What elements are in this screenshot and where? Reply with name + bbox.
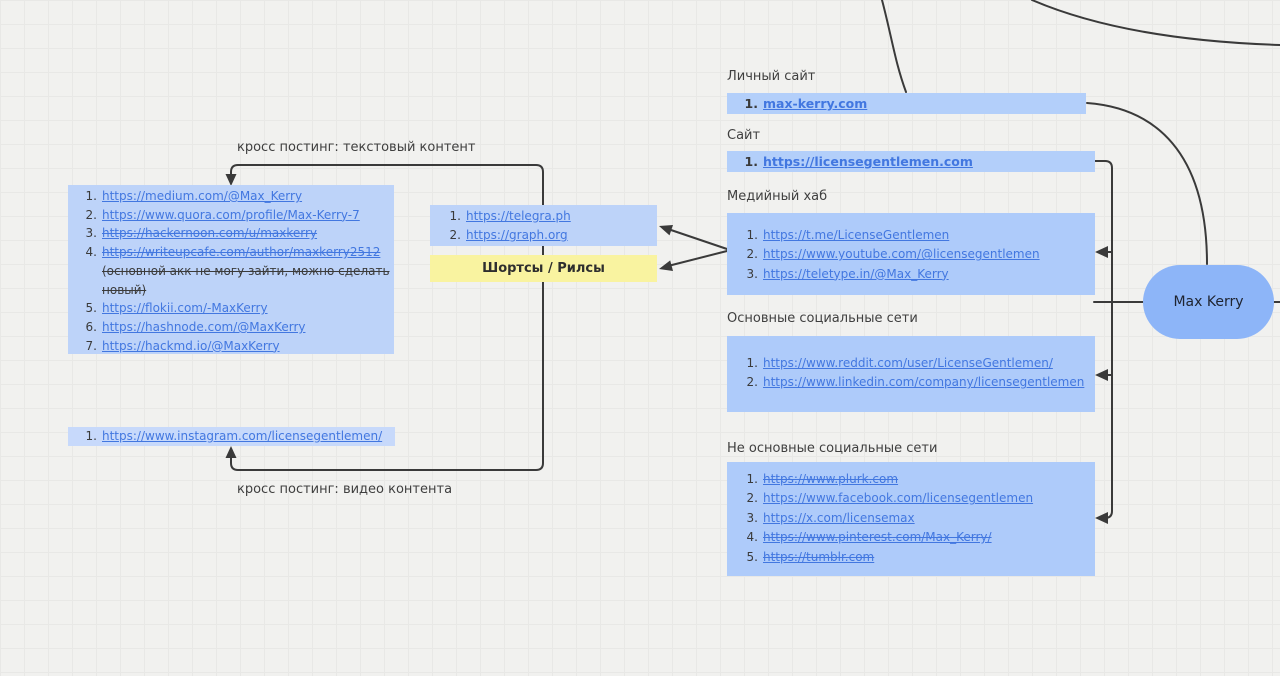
- instagram-box[interactable]: 1. https://www.instagram.com/licensegent…: [68, 427, 395, 446]
- item-number: 1.: [746, 472, 758, 486]
- link-writeupcafe[interactable]: https://writeupcafe.com/author/maxkerry2…: [102, 245, 381, 260]
- link-pinterest[interactable]: https://www.pinterest.com/Max_Kerry/: [763, 530, 992, 545]
- item-number: 1.: [746, 228, 758, 242]
- link-x-twitter[interactable]: https://x.com/licensemax: [763, 510, 915, 525]
- link-quora[interactable]: https://www.quora.com/profile/Max-Kerry-…: [102, 207, 360, 222]
- item-number: 2.: [746, 375, 758, 390]
- item-number: 3.: [746, 510, 758, 525]
- list-item: 5. https://tumblr.com: [741, 548, 1095, 567]
- connector-hub-to-shorts[interactable]: [659, 250, 728, 271]
- item-number: 1.: [449, 209, 461, 223]
- link-reddit[interactable]: https://www.reddit.com/user/LicenseGentl…: [763, 356, 1053, 370]
- list-item: 4. https://writeupcafe.com/author/maxker…: [80, 243, 394, 299]
- link-hackmd[interactable]: https://hackmd.io/@MaxKerry: [102, 338, 280, 353]
- link-telegraph[interactable]: https://telegra.ph: [466, 209, 571, 223]
- list-item: 1. https://licensegentlemen.com: [741, 151, 1095, 172]
- link-hackernoon[interactable]: https://hackernoon.com/u/maxkerry: [102, 226, 318, 241]
- link-youtube[interactable]: https://www.youtube.com/@licensegentleme…: [763, 247, 1040, 262]
- link-instagram[interactable]: https://www.instagram.com/licensegentlem…: [102, 429, 383, 443]
- item-note: (основной акк не могу зайти, можно сдела…: [102, 263, 390, 297]
- item-number: 1.: [746, 356, 758, 370]
- label-cross-posting-video[interactable]: кросс постинг: видео контента: [237, 482, 453, 497]
- item-number: 1.: [744, 96, 758, 111]
- list-item: 1. https://www.plurk.com: [741, 470, 1095, 489]
- list-item: 2. https://www.facebook.com/licensegentl…: [741, 489, 1095, 508]
- item-number: 2.: [746, 247, 758, 262]
- list-item: 3. https://hackernoon.com/u/maxkerry: [80, 224, 394, 243]
- list-item: 1. https://www.instagram.com/licensegent…: [80, 427, 395, 446]
- label-media-hub[interactable]: Медийный хаб: [727, 189, 828, 204]
- link-medium[interactable]: https://medium.com/@Max_Kerry: [102, 189, 303, 203]
- item-number: 3.: [746, 266, 758, 281]
- media-hub-box[interactable]: 1. https://t.me/LicenseGentlemen 2. http…: [727, 213, 1095, 295]
- link-hashnode[interactable]: https://hashnode.com/@MaxKerry: [102, 319, 306, 334]
- link-linkedin[interactable]: https://www.linkedin.com/company/license…: [763, 375, 1085, 390]
- text-platforms-box[interactable]: 1. https://medium.com/@Max_Kerry 2. http…: [68, 185, 394, 354]
- item-number: 1.: [85, 189, 97, 203]
- item-number: 7.: [85, 338, 97, 353]
- link-telegram[interactable]: https://t.me/LicenseGentlemen: [763, 228, 950, 242]
- list-item: 2. https://www.youtube.com/@licensegentl…: [741, 245, 1095, 264]
- label-personal-site[interactable]: Личный сайт: [727, 69, 816, 84]
- item-number: 2.: [746, 491, 758, 506]
- label-main-social[interactable]: Основные социальные сети: [727, 311, 918, 326]
- connector-top-to-personal-site[interactable]: [881, 0, 907, 93]
- list-item: 3. https://x.com/licensemax: [741, 509, 1095, 528]
- list-item: 2. https://www.quora.com/profile/Max-Ker…: [80, 206, 394, 225]
- connector-cross-posting-loop[interactable]: [225, 164, 544, 471]
- telegraph-box[interactable]: 1. https://telegra.ph 2. https://graph.o…: [430, 205, 657, 246]
- list-item: 3. https://teletype.in/@Max_Kerry: [741, 265, 1095, 284]
- list-item: 1. https://telegra.ph: [444, 207, 657, 226]
- connector-hub-to-telegraph[interactable]: [659, 225, 728, 250]
- link-max-kerry-com[interactable]: max-kerry.com: [763, 96, 868, 111]
- link-plurk[interactable]: https://www.plurk.com: [763, 472, 899, 486]
- list-item: 6. https://hashnode.com/@MaxKerry: [80, 318, 394, 337]
- link-licensegentlemen[interactable]: https://licensegentlemen.com: [763, 154, 973, 169]
- list-item: 2. https://graph.org: [444, 226, 657, 245]
- item-number: 3.: [85, 226, 97, 241]
- list-item: 4. https://www.pinterest.com/Max_Kerry/: [741, 528, 1095, 547]
- link-facebook[interactable]: https://www.facebook.com/licensegentleme…: [763, 491, 1034, 506]
- link-flokii[interactable]: https://flokii.com/-MaxKerry: [102, 301, 268, 316]
- connector-site-trunk[interactable]: [1094, 160, 1113, 524]
- item-number: 4.: [746, 530, 758, 545]
- list-item: 2. https://www.linkedin.com/company/lice…: [741, 373, 1095, 392]
- link-tumblr[interactable]: https://tumblr.com: [763, 549, 875, 564]
- other-social-box[interactable]: 1. https://www.plurk.com 2. https://www.…: [727, 462, 1095, 576]
- item-number: 1.: [744, 154, 758, 169]
- link-graph-org[interactable]: https://graph.org: [466, 228, 568, 243]
- main-social-box[interactable]: 1. https://www.reddit.com/user/LicenseGe…: [727, 336, 1095, 412]
- item-number: 6.: [85, 319, 97, 334]
- personal-site-box[interactable]: 1. max-kerry.com: [727, 93, 1086, 114]
- list-item: 1. max-kerry.com: [741, 93, 1086, 114]
- label-cross-posting-text[interactable]: кросс постинг: текстовый контент: [237, 140, 476, 155]
- connector-personal-site-to-node[interactable]: [1086, 102, 1208, 265]
- item-number: 5.: [85, 301, 97, 316]
- item-number: 1.: [85, 429, 97, 443]
- list-item: 5. https://flokii.com/-MaxKerry: [80, 299, 394, 318]
- list-item: 7. https://hackmd.io/@MaxKerry: [80, 337, 394, 356]
- label-site[interactable]: Сайт: [727, 128, 761, 143]
- connector-top-right-sweep[interactable]: [1031, 0, 1280, 46]
- item-number: 5.: [746, 549, 758, 564]
- list-item: 1. https://www.reddit.com/user/LicenseGe…: [741, 354, 1095, 373]
- item-number: 4.: [85, 245, 97, 260]
- max-kerry-node[interactable]: Max Kerry: [1143, 265, 1274, 339]
- link-teletype[interactable]: https://teletype.in/@Max_Kerry: [763, 266, 949, 281]
- list-item: 1. https://t.me/LicenseGentlemen: [741, 226, 1095, 245]
- label-other-social[interactable]: Не основные социальные сети: [727, 441, 938, 456]
- item-number: 2.: [85, 207, 97, 222]
- list-item: 1. https://medium.com/@Max_Kerry: [80, 187, 394, 206]
- item-number: 2.: [449, 228, 461, 243]
- site-box[interactable]: 1. https://licensegentlemen.com: [727, 151, 1095, 172]
- shorts-reels-box[interactable]: Шортсы / Рилсы: [430, 255, 657, 282]
